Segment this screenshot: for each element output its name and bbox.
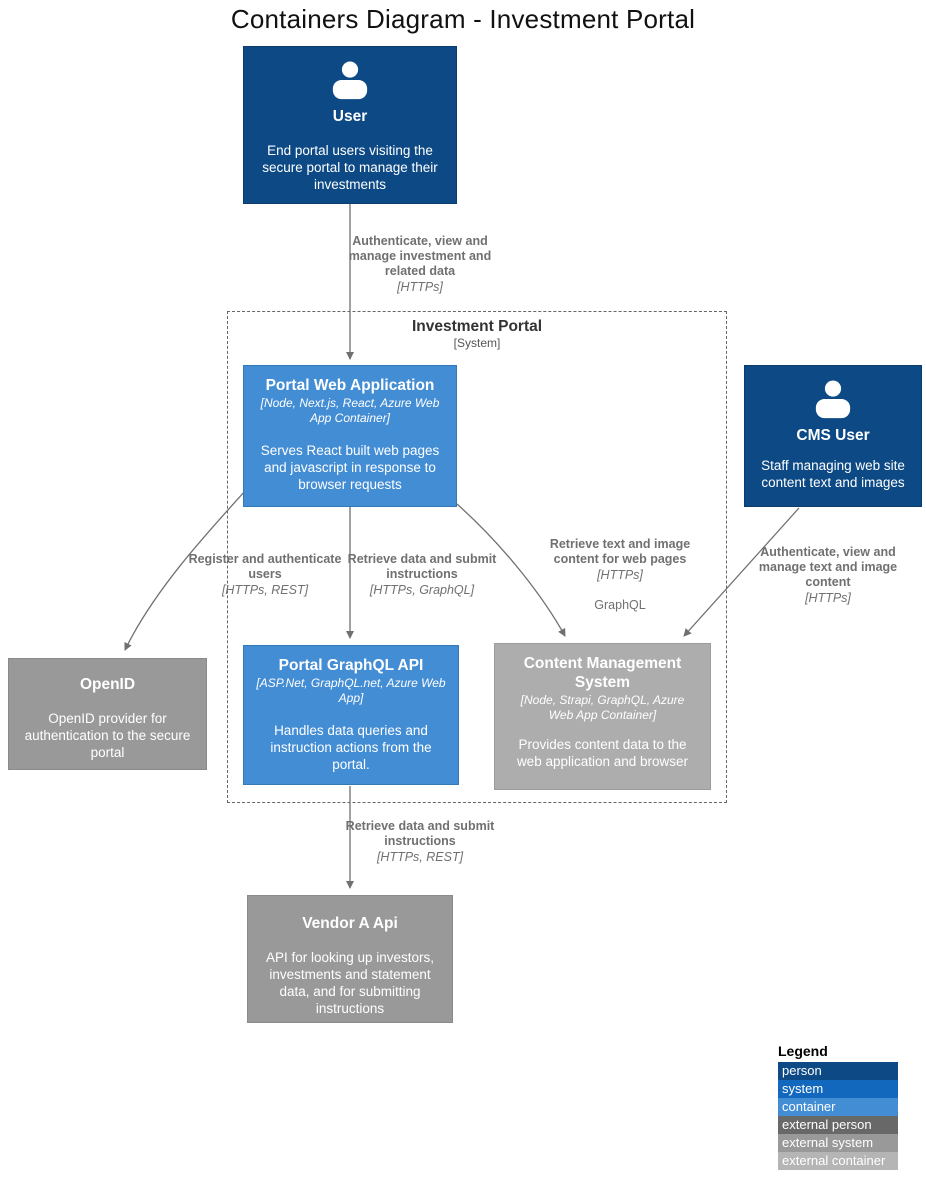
edge-label-api-to-vendor: Retrieve data and submit instructions [H… — [337, 819, 503, 865]
legend-item-system: system — [778, 1080, 898, 1098]
node-cms-user: CMS User Staff managing web site content… — [744, 365, 922, 507]
legend: Legend person system container external … — [778, 1043, 898, 1170]
edge-label-graphql: GraphQL — [594, 598, 646, 612]
legend-title: Legend — [778, 1043, 828, 1059]
edge-label-tech: [HTTPs, REST] — [221, 583, 309, 597]
legend-item-external-container: external container — [778, 1152, 898, 1170]
edge-label-cmsuser-to-cms: Authenticate, view and manage text and i… — [745, 545, 911, 606]
edge-label-tech: [HTTPs, GraphQL] — [369, 583, 475, 597]
node-technology: [ASP.Net, GraphQL.net, Azure Web App] — [256, 676, 446, 705]
legend-item-external-person: external person — [778, 1116, 898, 1134]
person-icon — [815, 380, 851, 419]
edge-label-pwa-to-openid: Register and authenticate users [HTTPs, … — [182, 552, 348, 598]
legend-item-external-system: external system — [778, 1134, 898, 1152]
node-title: CMS User — [796, 427, 870, 444]
node-description: Staff managing web site content text and… — [761, 458, 905, 490]
node-vendor-a-api: Vendor A Api API for looking up investor… — [247, 895, 453, 1023]
node-user: User End portal users visiting the secur… — [243, 46, 457, 204]
node-portal-graphql-api: Portal GraphQL API [ASP.Net, GraphQL.net… — [243, 645, 459, 785]
node-title: Vendor A Api — [302, 915, 398, 932]
edge-label-tech: [HTTPs] — [805, 591, 851, 605]
edge-label-tech: [HTTPs] — [397, 280, 443, 294]
node-description: API for looking up investors, investment… — [265, 950, 435, 1016]
node-technology: [Node, Next.js, React, Azure Web App Con… — [260, 396, 440, 425]
edge-label-tech: [HTTPs] — [597, 568, 643, 582]
edge-label-text: Register and authenticate users — [188, 552, 342, 581]
node-title: OpenID — [79, 676, 136, 693]
boundary-title: Investment Portal — [411, 318, 543, 335]
edge-label-text: Authenticate, view and manage investment… — [348, 234, 492, 278]
edge-label-text: Retrieve text and image content for web … — [549, 537, 691, 566]
node-description: Handles data queries and instruction act… — [270, 723, 432, 772]
edge-label-text: Authenticate, view and manage text and i… — [758, 545, 898, 589]
node-technology: [Node, Strapi, GraphQL, Azure Web App Co… — [520, 693, 685, 722]
node-portal-web-application: Portal Web Application [Node, Next.js, R… — [243, 365, 457, 507]
person-icon — [332, 61, 368, 100]
edge-label-tech: [HTTPs, REST] — [376, 850, 464, 864]
edge-label-text: Retrieve data and submit instructions — [347, 552, 497, 581]
system-boundary-investment-portal: Investment Portal [System] — [227, 311, 727, 803]
legend-item-container: container — [778, 1098, 898, 1116]
node-title: Content Management System — [523, 655, 682, 691]
node-description: Provides content data to the web applica… — [516, 737, 689, 769]
node-content-management-system: Content Management System [Node, Strapi,… — [494, 643, 711, 790]
node-title: User — [332, 108, 368, 125]
legend-item-person: person — [778, 1062, 898, 1080]
node-description: Serves React built web pages and javascr… — [260, 443, 440, 492]
edge-label-text: Retrieve data and submit instructions — [345, 819, 495, 848]
boundary-type: [System] — [453, 336, 501, 350]
node-description: End portal users visiting the secure por… — [262, 143, 438, 192]
edge-label-pwa-to-cms: Retrieve text and image content for web … — [536, 537, 704, 583]
diagram-title: Containers Diagram - Investment Portal — [230, 4, 696, 34]
node-description: OpenID provider for authentication to th… — [24, 711, 191, 760]
node-openid: OpenID OpenID provider for authenticatio… — [8, 658, 207, 770]
edge-label-pwa-to-api: Retrieve data and submit instructions [H… — [338, 552, 506, 598]
node-title: Portal Web Application — [265, 377, 435, 394]
node-title: Portal GraphQL API — [278, 657, 424, 674]
edge-label-user-to-pwa: Authenticate, view and manage investment… — [335, 234, 505, 295]
